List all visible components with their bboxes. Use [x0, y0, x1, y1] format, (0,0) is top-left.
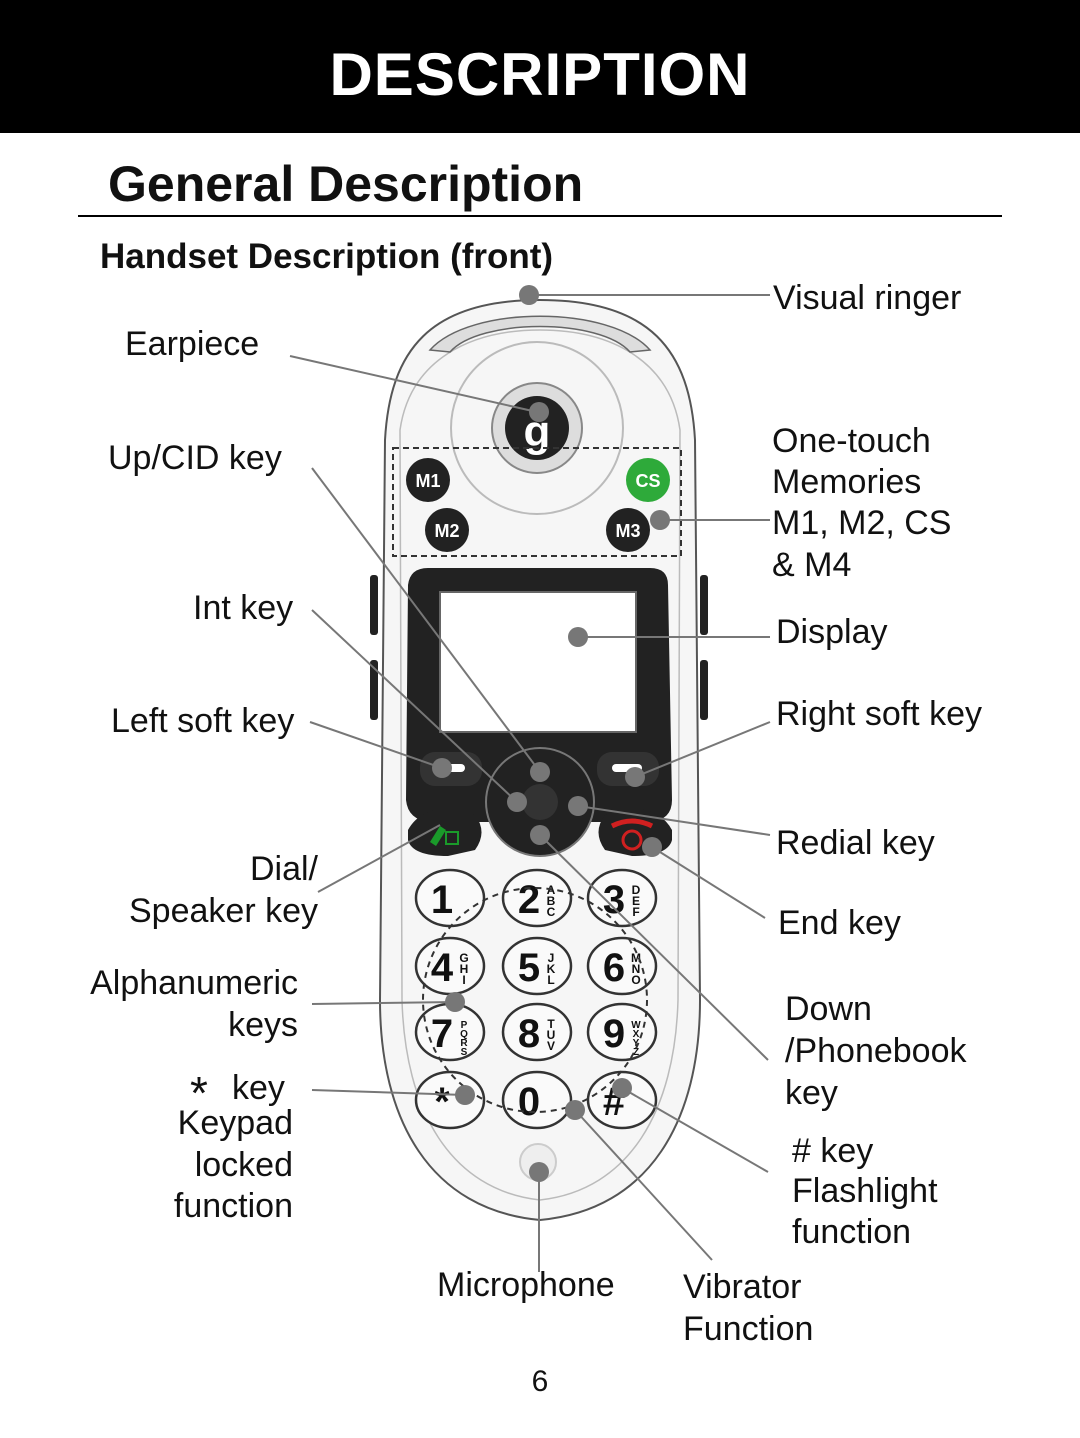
- keypad-letter: Y: [633, 1038, 640, 1049]
- label-locked: locked: [194, 1146, 293, 1184]
- keypad-letter: U: [547, 1028, 556, 1042]
- title-rule: [78, 215, 1002, 217]
- label-alphanumeric: Alphanumeric: [90, 964, 298, 1002]
- label-phonebook: /Phonebook: [785, 1032, 967, 1070]
- label-right-soft-key: Right soft key: [776, 695, 982, 733]
- keypad-digit: 9: [603, 1012, 625, 1056]
- m3-key: [606, 508, 650, 552]
- keypad-letter: B: [547, 894, 556, 908]
- keypad-letter: T: [547, 1017, 555, 1031]
- label-dial: Dial/: [249, 850, 318, 888]
- keypad-key: 0: [501, 1070, 573, 1130]
- keypad-digit: 1: [431, 878, 453, 922]
- label-m1-m2-cs: M1, M2, CS: [772, 504, 952, 542]
- keypad-letter: V: [547, 1039, 555, 1053]
- keypad-letter: L: [547, 973, 554, 987]
- svg-text:CS: CS: [635, 471, 660, 491]
- keypad-digit: 3: [603, 878, 625, 922]
- label-function: function: [173, 1187, 293, 1225]
- display-screen: [439, 591, 637, 733]
- keypad-letter: E: [632, 894, 640, 908]
- label-up-cid-key: Up/CID key: [108, 439, 282, 477]
- svg-text:M3: M3: [615, 521, 640, 541]
- keypad-letter: D: [632, 883, 641, 897]
- keypad-digit: 0: [518, 1080, 540, 1124]
- label-memories: Memories: [772, 463, 922, 501]
- keypad-letter: X: [633, 1029, 640, 1040]
- keypad-letter: C: [547, 905, 556, 919]
- label-m4: & M4: [772, 546, 852, 584]
- keypad-letter: N: [632, 962, 641, 976]
- header-banner: DESCRIPTION: [0, 0, 1080, 133]
- keypad-letter: G: [459, 951, 468, 965]
- keypad-letter: H: [460, 962, 469, 976]
- label-left-soft-key: Left soft key: [111, 702, 295, 740]
- label-one-touch: One-touch: [772, 422, 931, 460]
- keypad-letter: Z: [633, 1047, 639, 1058]
- keypad-digit: 2: [518, 878, 540, 922]
- label-flashlight-function: function: [792, 1213, 912, 1251]
- keypad-digit: 8: [518, 1012, 540, 1056]
- label-keypad: Keypad: [177, 1104, 293, 1142]
- keypad-letter: P: [461, 1020, 468, 1031]
- label-redial-key: Redial key: [776, 824, 935, 862]
- section-title: General Description: [108, 156, 584, 212]
- keypad-letter: W: [631, 1020, 641, 1031]
- label-earpiece: Earpiece: [125, 325, 260, 363]
- label-down-key: key: [785, 1074, 838, 1112]
- keypad-key: 1: [414, 868, 486, 928]
- keypad-letter: O: [631, 973, 640, 987]
- label-vibrator-function: Function: [683, 1310, 814, 1348]
- label-hash-key: # key: [792, 1132, 874, 1170]
- keypad-letter: R: [460, 1038, 468, 1049]
- label-microphone: Microphone: [437, 1266, 615, 1304]
- keypad-letter: S: [461, 1047, 468, 1058]
- label-star-key: key: [232, 1069, 285, 1107]
- subsection-title: Handset Description (front): [100, 237, 554, 276]
- keypad-key: *: [414, 1070, 486, 1130]
- cs-key: [626, 458, 670, 502]
- keypad-digit: 4: [431, 946, 454, 990]
- svg-text:M1: M1: [415, 471, 440, 491]
- keypad-letter: J: [548, 951, 555, 965]
- label-star-symbol: *: [190, 1067, 208, 1119]
- label-visual-ringer: Visual ringer: [773, 279, 962, 317]
- keypad-letter: M: [631, 951, 641, 965]
- label-int-key: Int key: [193, 589, 294, 627]
- keypad-letter: Q: [460, 1029, 468, 1040]
- keypad-letter: I: [462, 973, 465, 987]
- banner-title: DESCRIPTION: [329, 41, 751, 108]
- label-flashlight: Flashlight: [792, 1172, 938, 1210]
- m1-key: [406, 458, 450, 502]
- label-end-key: End key: [778, 904, 901, 942]
- label-speaker-key: Speaker key: [129, 892, 318, 930]
- label-vibrator: Vibrator: [683, 1268, 802, 1306]
- keypad-digit: 6: [603, 946, 625, 990]
- keypad-digit: *: [434, 1080, 450, 1124]
- label-down: Down: [785, 990, 872, 1028]
- page-number: 6: [531, 1365, 549, 1398]
- m2-key: [425, 508, 469, 552]
- keypad-letter: F: [632, 905, 639, 919]
- keypad-digit: 7: [431, 1012, 453, 1056]
- label-keys: keys: [228, 1006, 298, 1044]
- keypad-digit: 5: [518, 946, 540, 990]
- svg-text:M2: M2: [434, 521, 459, 541]
- label-display: Display: [776, 613, 888, 651]
- keypad-letter: K: [547, 962, 556, 976]
